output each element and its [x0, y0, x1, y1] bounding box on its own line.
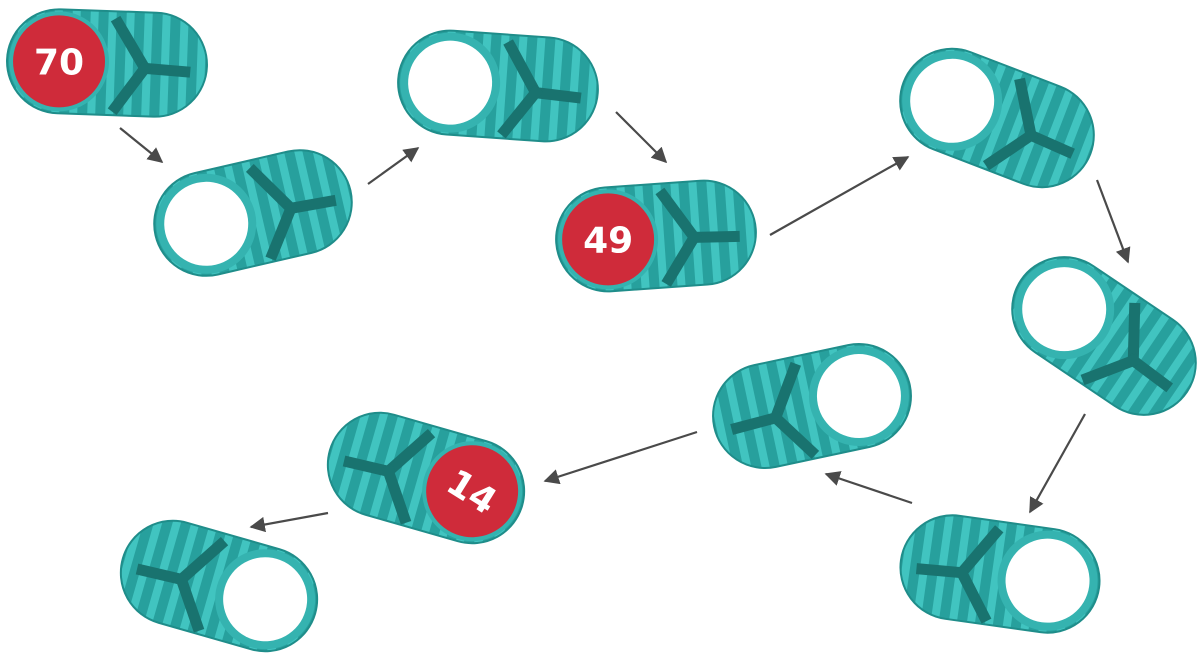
arrows-layer [119, 111, 1131, 533]
sequence-arrow-pod-8-to-pod-9 [543, 430, 698, 485]
sequence-arrow-pod-9-to-pod-10 [249, 511, 329, 533]
capsule-pod [899, 514, 1101, 634]
y-shape-icon [982, 77, 1075, 171]
sequence-arrow-pod-2-to-pod-3 [367, 147, 420, 185]
capsule-pod [153, 149, 353, 277]
capsule-pod [712, 343, 912, 469]
capsule-pod: 14 [326, 411, 526, 545]
pod-socket-hole [910, 58, 995, 143]
y-shape-icon [342, 429, 436, 525]
count-badge: 14 [426, 445, 519, 538]
y-shape-icon [135, 537, 229, 633]
count-badge: 70 [13, 15, 106, 108]
badge-label: 49 [583, 220, 633, 261]
sequence-arrow-pod-3-to-pod-4 [615, 111, 668, 164]
count-badge: 49 [562, 193, 655, 286]
pod-socket-hole [408, 40, 493, 125]
y-shape-icon [655, 187, 740, 287]
y-shape-icon [730, 361, 820, 459]
capsule-pod [899, 47, 1095, 189]
y-shape-icon [1080, 302, 1174, 393]
pod-socket-hole [1005, 538, 1090, 623]
y-shape-icon [915, 525, 1004, 624]
sequence-arrow-pod-7-to-pod-8 [824, 471, 913, 505]
pod-socket-hole [164, 181, 249, 266]
pod-socket-hole [1022, 267, 1107, 352]
pod-socket-hole [816, 354, 901, 439]
sequence-arrow-pod-4-to-pod-5 [769, 156, 910, 236]
capsule-pod [119, 519, 319, 653]
sequence-arrow-pod-5-to-pod-6 [1095, 179, 1131, 264]
pod-socket-hole [223, 557, 308, 642]
capsule-pod [397, 29, 599, 143]
sequence-arrow-pod-1-to-pod-2 [119, 127, 164, 163]
badge-circle [562, 193, 655, 286]
pods-layer: 70 49 14 [6, 8, 1197, 653]
capsule-pod: 70 [6, 8, 208, 118]
capsule-pod [1011, 256, 1197, 416]
y-shape-icon [497, 39, 582, 139]
badge-circle [426, 445, 519, 538]
y-shape-icon [245, 163, 337, 261]
badge-circle [13, 15, 106, 108]
capsule-pod: 49 [555, 179, 757, 293]
badge-label: 70 [34, 42, 84, 83]
y-shape-icon [107, 15, 191, 116]
sequence-arrow-pod-6-to-pod-7 [1029, 413, 1086, 514]
